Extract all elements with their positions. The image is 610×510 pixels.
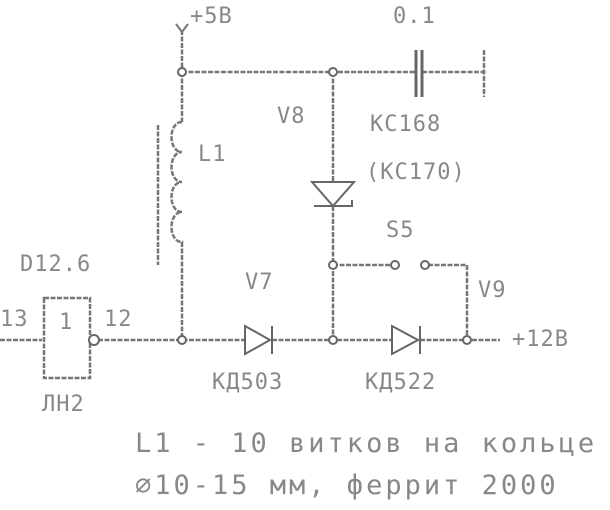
v9-label: V9 bbox=[478, 278, 507, 303]
gate-pin-out: 12 bbox=[104, 307, 133, 332]
junction-icon bbox=[328, 67, 338, 77]
jumper-contact-icon bbox=[420, 260, 430, 270]
v8-type: КС168 bbox=[370, 112, 442, 137]
note-line-2: ⌀10-15 мм, феррит 2000 bbox=[135, 470, 559, 501]
output-label: +12В bbox=[512, 327, 569, 352]
junction-icon bbox=[177, 67, 187, 77]
junction-icon bbox=[328, 335, 338, 345]
jumper-wire bbox=[333, 263, 469, 340]
gate-symbol: 1 bbox=[59, 310, 74, 335]
v7-type: КД503 bbox=[212, 370, 284, 395]
inverter-bubble-icon bbox=[88, 334, 100, 346]
capacitor-icon bbox=[414, 50, 424, 97]
v8-label: V8 bbox=[277, 104, 306, 129]
v8-alt-type: (КС170) bbox=[366, 160, 466, 185]
zener-diode-icon bbox=[309, 181, 357, 208]
inductor-icon bbox=[170, 120, 184, 340]
gate-ref: D12.6 bbox=[20, 252, 92, 277]
diode-v7-icon bbox=[244, 324, 273, 356]
vcc-arrow-icon bbox=[175, 23, 189, 34]
vcc-label: +5В bbox=[190, 4, 233, 29]
inductor-label: L1 bbox=[198, 142, 227, 167]
gate-type: ЛН2 bbox=[42, 392, 85, 417]
junction-icon bbox=[462, 335, 472, 345]
capacitor-value: 0.1 bbox=[393, 4, 436, 29]
jumper-label: S5 bbox=[386, 218, 415, 243]
gate-pin-in: 13 bbox=[0, 307, 29, 332]
diode-v9-icon bbox=[391, 324, 421, 356]
v7-label: V7 bbox=[245, 270, 274, 295]
note-line-1: L1 - 10 витков на кольце bbox=[135, 428, 598, 459]
v9-type: КД522 bbox=[365, 370, 437, 395]
junction-icon bbox=[177, 335, 187, 345]
jumper-contact-icon bbox=[390, 260, 400, 270]
junction-icon bbox=[328, 260, 338, 270]
